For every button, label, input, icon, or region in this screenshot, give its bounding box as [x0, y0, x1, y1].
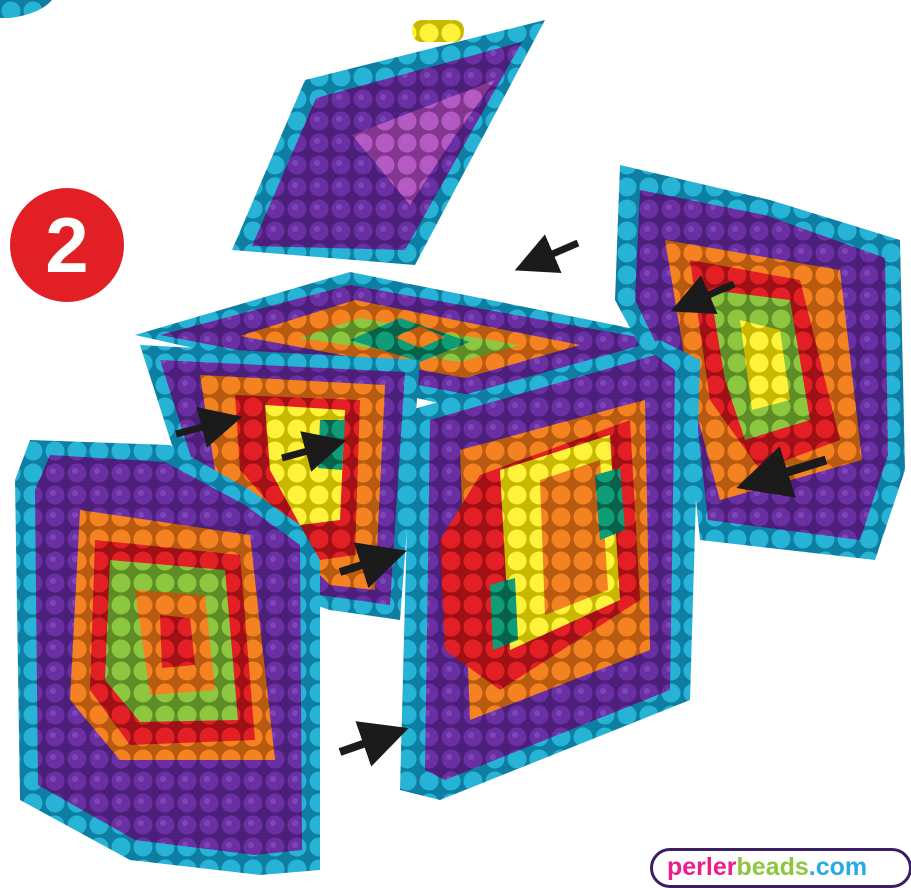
- arrow-lid: [534, 243, 578, 262]
- corner-beads: [0, 0, 52, 18]
- front-right-panel: [400, 340, 700, 800]
- lid-panel: [232, 20, 545, 265]
- lid-tab: [412, 20, 464, 42]
- brand-part-dotcom: .com: [809, 853, 867, 881]
- brand-part-perler: perler: [667, 853, 736, 881]
- arrow-front-bottom: [340, 736, 386, 752]
- brand-part-beads: beads: [736, 853, 808, 881]
- step-number-badge: 2: [10, 188, 124, 302]
- brand-url[interactable]: perlerbeads.com: [650, 848, 911, 888]
- step-number: 2: [45, 200, 88, 291]
